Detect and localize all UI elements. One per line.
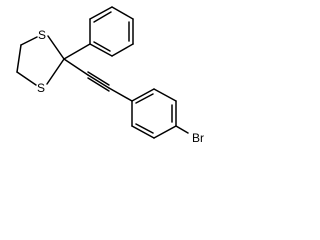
bond-alkyne-aryl: [108, 87, 133, 102]
phenyl-bond-6: [89, 43, 113, 57]
bromophenyl-bond-1: [131, 88, 155, 102]
bromophenyl-bond-2: [153, 88, 177, 102]
alkyne-triple-bond: [63, 58, 133, 102]
sulfur-atom-label: S: [38, 28, 46, 42]
alkyne-line-1: [87, 71, 110, 86]
bond-c2-phenyl: [63, 43, 91, 60]
alkyne-line-2: [87, 74, 110, 89]
phenyl-bond-3: [111, 6, 134, 20]
bond-c5-s1: [20, 36, 38, 46]
bromine-atom-label: Br: [192, 131, 204, 145]
chemical-structure: S S Br: [16, 6, 204, 145]
phenyl-bond-2: [89, 6, 113, 20]
bond-c2-alkyne: [63, 58, 89, 76]
phenyl-bond-5: [111, 43, 134, 57]
phenyl-double-1: [93, 11, 112, 23]
bromophenyl-bond-5: [131, 125, 155, 139]
dithiolane-ring: [16, 35, 65, 86]
bromophenyl-double-1: [135, 93, 154, 104]
sulfur-atom-label: S: [37, 81, 45, 95]
bond-aryl-br: [175, 125, 189, 134]
phenyl-double-3: [93, 41, 111, 52]
bromophenyl-ring: [131, 88, 189, 139]
alkyne-line-3: [87, 77, 110, 92]
bond-s3-c4: [16, 71, 37, 86]
bond-c2-s3: [46, 58, 65, 85]
bromophenyl-double-3: [135, 123, 154, 134]
phenyl-ring: [63, 6, 134, 60]
bromophenyl-bond-4: [153, 125, 177, 139]
bond-c4-c5: [16, 44, 22, 73]
bond-s1-c2: [47, 35, 65, 60]
